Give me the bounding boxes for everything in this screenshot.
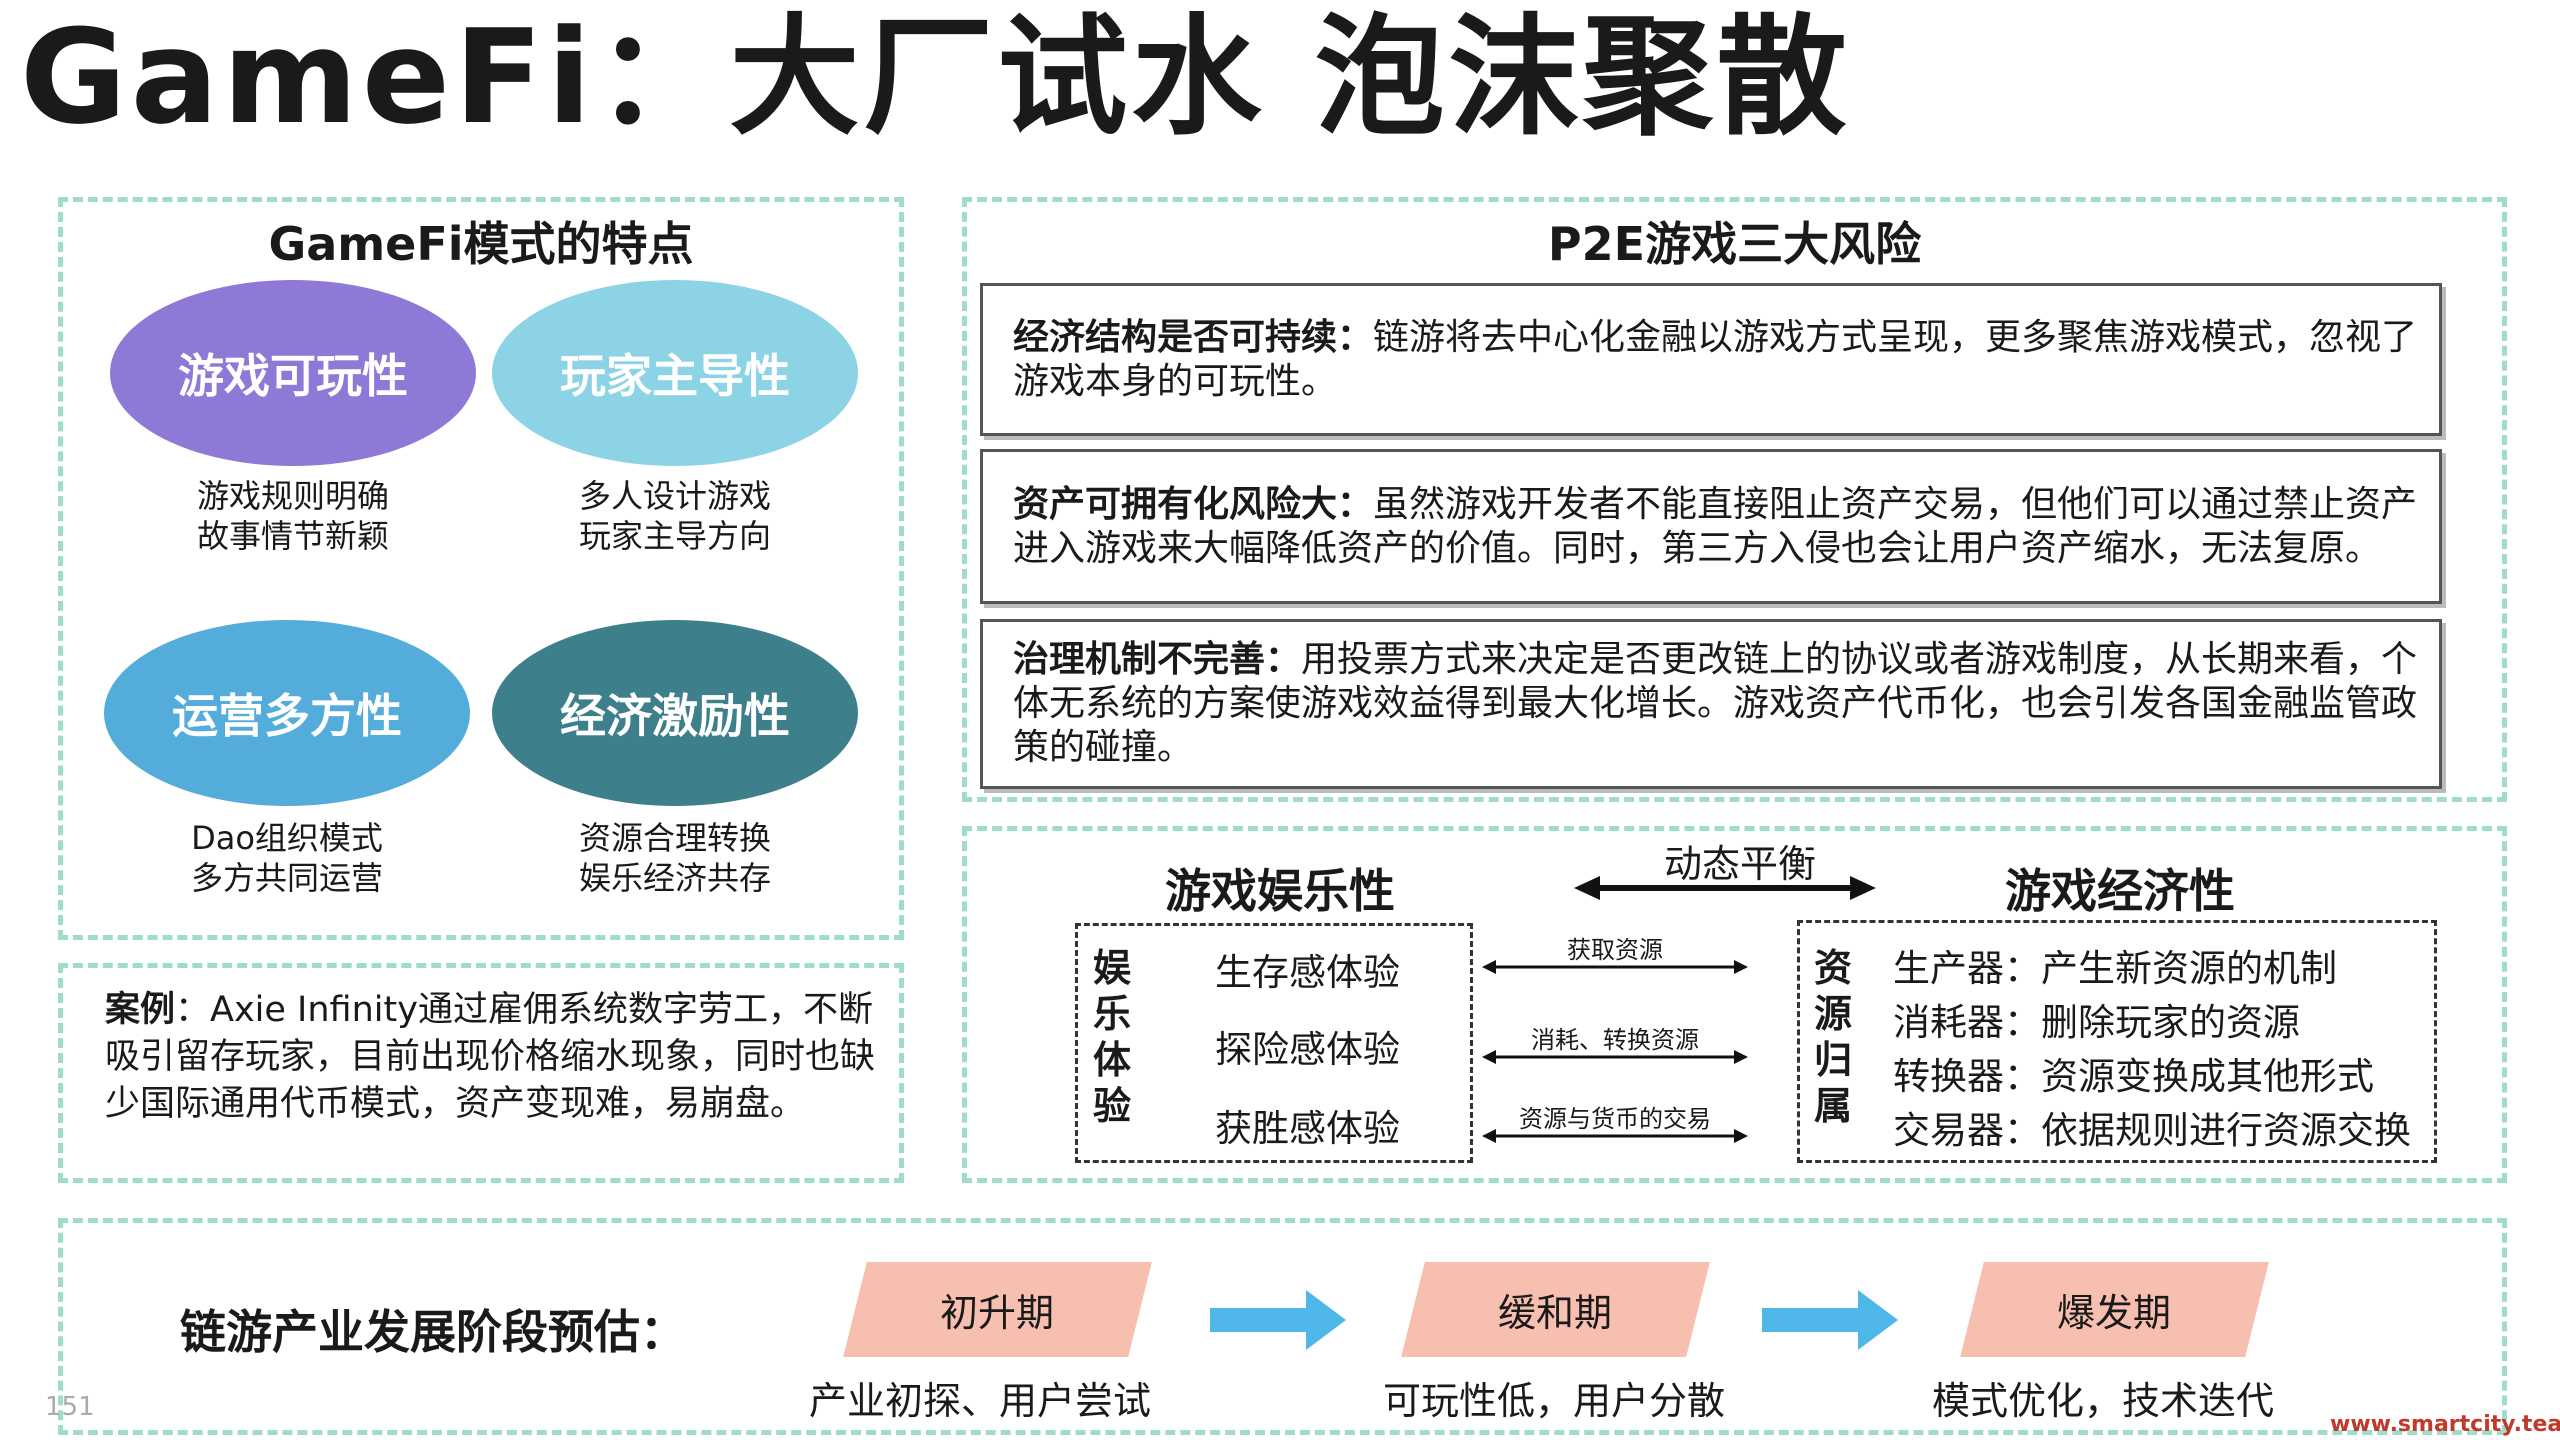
feature-ellipse-incentive: 经济激励性 (492, 620, 858, 806)
feature-ellipse-playability: 游戏可玩性 (110, 280, 476, 466)
vertical-char: 归 (1813, 1038, 1852, 1082)
stage-box: 初升期 (843, 1262, 1152, 1357)
feature-caption: 资源合理转换 娱乐经济共存 (492, 818, 858, 898)
case-panel (58, 963, 904, 1183)
entertainment-item: 生存感体验 (1215, 951, 1400, 994)
risk-text: 用投票方式来决定是否更改链上的协议或者游戏制度，从长期来看，个体无系统的方案使游… (1013, 639, 2418, 768)
economy-box (1797, 920, 2437, 1163)
arrow-label: 资源与货币的交易 (1519, 1105, 1711, 1133)
page-number: 151 (45, 1392, 95, 1422)
stage-box: 爆发期 (1960, 1262, 2269, 1357)
feature-ellipse-player-led: 玩家主导性 (492, 280, 858, 466)
arrow-label: 获取资源 (1567, 936, 1663, 964)
feature-caption-line: 多方共同运营 (190, 859, 383, 897)
feature-label: 玩家主导性 (560, 349, 790, 403)
entertainment-item: 获胜感体验 (1215, 1107, 1400, 1150)
risk-label: 治理机制不完善： (1013, 639, 1302, 680)
feature-caption: 游戏规则明确 故事情节新颖 (110, 476, 476, 556)
balance-panel (962, 826, 2507, 1183)
risk-card: 经济结构是否可持续：链游将去中心化金融以游戏方式呈现，更多聚焦游戏模式，忽视了游… (980, 283, 2442, 436)
feature-label: 经济激励性 (560, 689, 790, 743)
vertical-char: 资 (1813, 946, 1852, 990)
feature-caption-line: 多人设计游戏 (578, 477, 771, 515)
feature-caption-line: 玩家主导方向 (578, 517, 771, 555)
stages-heading: 链游产业发展阶段预估： (180, 1305, 686, 1359)
risk-card: 治理机制不完善：用投票方式来决定是否更改链上的协议或者游戏制度，从长期来看，个体… (980, 619, 2442, 789)
economy-item: 交易器：依据规则进行资源交换 (1893, 1109, 2411, 1152)
feature-caption-line: 游戏规则明确 (196, 477, 389, 515)
economy-heading: 游戏经济性 (2005, 864, 2235, 918)
feature-caption: Dao组织模式 多方共同运营 (104, 818, 470, 898)
page-title: GameFi：大厂试水 泡沫聚散 (20, 1, 1851, 153)
stage-caption: 可玩性低，用户分散 (1382, 1379, 1725, 1423)
double-arrow-icon (1482, 960, 1748, 974)
double-arrow-icon (1482, 1050, 1748, 1064)
risk-text: 链游将去中心化金融以游戏方式呈现，更多聚焦游戏模式，忽视了游戏本身的可玩性。 (1013, 316, 2418, 402)
stage-label: 爆发期 (2057, 1291, 2172, 1335)
case-text: 案例：Axie Infinity通过雇佣系统数字劳工，不断吸引留存玩家，目前出现… (105, 987, 875, 1128)
watermark: www.smartcity.team (2330, 1412, 2560, 1437)
case-label: 案例 (105, 990, 176, 1030)
vertical-char: 属 (1813, 1084, 1852, 1128)
economy-item: 生产器：产生新资源的机制 (1893, 947, 2337, 990)
arrow-right-icon (1210, 1290, 1346, 1350)
vertical-char: 乐 (1092, 992, 1131, 1036)
risk-label: 资产可拥有化风险大： (1013, 483, 1374, 525)
arrow-label: 消耗、转换资源 (1531, 1026, 1699, 1054)
double-arrow-icon (1574, 876, 1876, 900)
stage-caption: 产业初探、用户尝试 (808, 1379, 1151, 1423)
risk-text: 虽然游戏开发者不能直接阻止资产交易，但他们可以通过禁止资产进入游戏来大幅降低资产… (1013, 483, 2418, 569)
economy-item: 转换器：资源变换成其他形式 (1893, 1055, 2374, 1098)
feature-caption-line: 资源合理转换 (578, 819, 771, 857)
feature-caption-line: 故事情节新颖 (196, 517, 389, 555)
stages-panel (58, 1218, 2507, 1435)
features-heading: GameFi模式的特点 (268, 217, 694, 271)
features-panel (58, 197, 904, 940)
vertical-char: 源 (1813, 992, 1852, 1036)
risks-panel (962, 197, 2507, 802)
stage-label: 初升期 (940, 1291, 1055, 1335)
feature-caption-line: Dao组织模式 (191, 819, 383, 857)
vertical-char: 验 (1092, 1084, 1131, 1128)
stage-label: 缓和期 (1498, 1291, 1613, 1335)
entertainment-item: 探险感体验 (1215, 1028, 1400, 1071)
vertical-char: 体 (1092, 1038, 1131, 1082)
feature-caption-line: 娱乐经济共存 (578, 859, 771, 897)
risk-card: 资产可拥有化风险大：虽然游戏开发者不能直接阻止资产交易，但他们可以通过禁止资产进… (980, 449, 2442, 604)
feature-label: 运营多方性 (172, 689, 402, 743)
feature-ellipse-operations: 运营多方性 (104, 620, 470, 806)
stage-caption: 模式优化，技术迭代 (1931, 1379, 2274, 1423)
economy-item: 消耗器：删除玩家的资源 (1893, 1001, 2300, 1044)
entertainment-vertical-label: 娱 乐 体 验 (1087, 945, 1137, 1129)
entertainment-box (1075, 923, 1473, 1163)
risk-label: 经济结构是否可持续： (1013, 316, 1374, 358)
economy-vertical-label: 资 源 归 属 (1808, 945, 1858, 1129)
dynamic-balance-label: 动态平衡 (1663, 842, 1816, 886)
feature-label: 游戏可玩性 (178, 349, 408, 403)
case-body: ：Axie Infinity通过雇佣系统数字劳工，不断吸引留存玩家，目前出现价格… (105, 990, 876, 1124)
risks-heading: P2E游戏三大风险 (1547, 217, 1922, 271)
stage-box: 缓和期 (1401, 1262, 1710, 1357)
feature-caption: 多人设计游戏 玩家主导方向 (492, 476, 858, 556)
arrow-right-icon (1762, 1290, 1898, 1350)
double-arrow-icon (1482, 1129, 1748, 1143)
vertical-char: 娱 (1092, 946, 1131, 990)
entertainment-heading: 游戏娱乐性 (1165, 864, 1395, 918)
